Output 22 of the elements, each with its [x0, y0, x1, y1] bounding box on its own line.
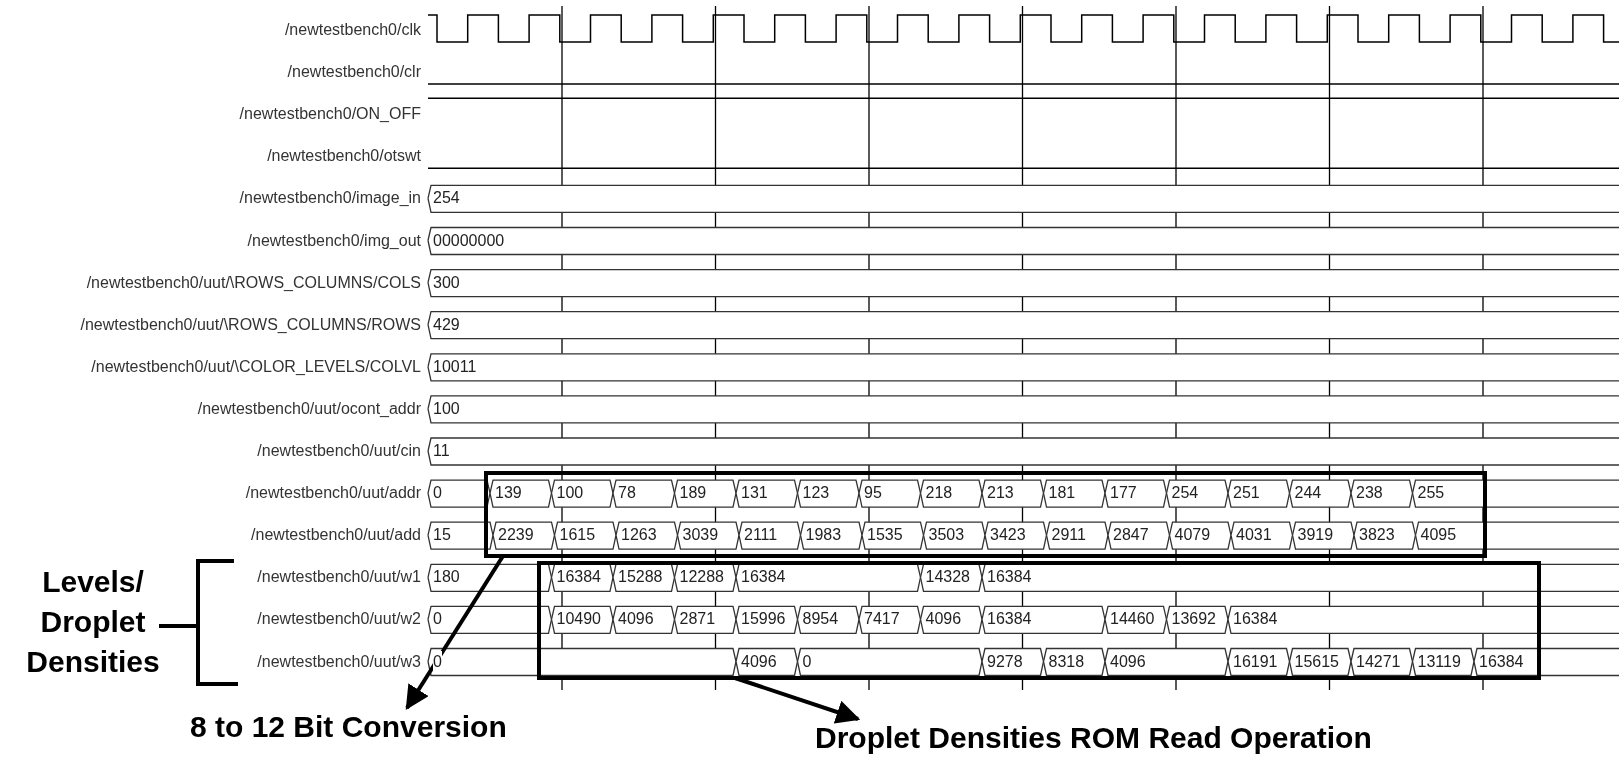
signal-name: /newtestbench0/uut/\ROWS_COLUMNS/ROWS [80, 314, 421, 335]
signal-name: /newtestbench0/uut/ocont_addr [197, 398, 421, 419]
signal-value: 0 [433, 650, 442, 673]
signal-name: /newtestbench0/clk [284, 20, 421, 40]
signal-name: /newtestbench0/img_out [247, 230, 421, 251]
signal-name: /newtestbench0/image_in [239, 188, 421, 209]
signal-name: /newtestbench0/uut/w1 [257, 567, 421, 588]
signal-name: /newtestbench0/uut/\COLOR_LEVELS/COLVL [91, 356, 421, 377]
signal-name: /newtestbench0/uut/w2 [257, 609, 421, 630]
signal-name: /newtestbench0/otswt [267, 146, 421, 167]
annotation-text: Droplet Densities ROM Read Operation [815, 720, 1455, 756]
signal-name: /newtestbench0/clr [287, 62, 421, 83]
signal-name: /newtestbench0/ON_OFF [239, 104, 421, 125]
annotation-text: 8 to 12 Bit Conversion [190, 709, 562, 745]
highlight-box [537, 561, 1541, 680]
annotation-text: Levels/ Droplet Densities [25, 564, 161, 680]
signal-name: /newtestbench0/uut/w3 [257, 651, 421, 672]
signal-name: /newtestbench0/uut/add [251, 525, 421, 546]
signal-name: /newtestbench0/uut/cin [257, 441, 421, 461]
highlight-box [484, 471, 1487, 558]
signal-name: /newtestbench0/uut/\ROWS_COLUMNS/COLS [86, 272, 421, 293]
signal-name: /newtestbench0/uut/addr [245, 483, 421, 504]
